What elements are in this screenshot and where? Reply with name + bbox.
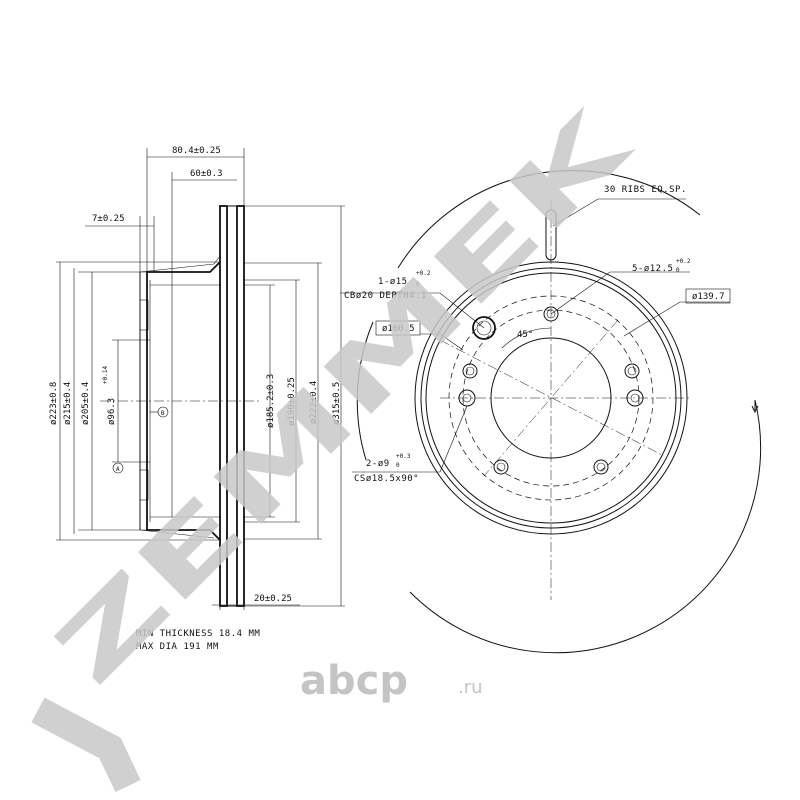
- dim-friction-ring: 20±0.25: [254, 594, 292, 604]
- small-holes-tol-bottom: 0: [396, 462, 400, 469]
- counterbore-label: CBø20 DEPTH4.1: [344, 291, 427, 301]
- dim-d315: ø315±0.5: [332, 382, 342, 425]
- dim-d96-tolerance: +0.14: [102, 366, 109, 384]
- dim-width-hat: 60±0.3: [190, 169, 223, 179]
- small-holes-tol-top: +0.3: [396, 453, 411, 460]
- datum-a: A: [116, 466, 120, 473]
- dim-d215: ø215±0.4: [63, 382, 73, 425]
- logo-main: abcp: [300, 658, 408, 704]
- bolt-holes-label: 5-ø12.5: [632, 264, 673, 274]
- dim-d190: ø190±0.25: [287, 377, 297, 426]
- ribs-label: 30 RIBS EQ.SP.: [604, 185, 687, 195]
- bolt-holes-tol-top: +0.2: [676, 258, 691, 265]
- note-max-dia: MAX DIA 191 MM: [136, 642, 219, 652]
- dim-width-total: 80.4±0.25: [172, 146, 221, 156]
- front-view: 45° 30 RIBS EQ.SP. 1-ø15 +0.2 0 CBø20 DE…: [340, 170, 762, 654]
- countersink-label: CSø18.5x90°: [354, 474, 419, 484]
- watermark-text: ZEMMEK: [35, 88, 653, 706]
- hole-main-tol-top: +0.2: [416, 270, 431, 277]
- inner-circle-label: ø160.5: [382, 324, 415, 334]
- dim-d223: ø223±0.8: [49, 382, 59, 425]
- dim-d96: ø96.3: [107, 398, 117, 425]
- bolt-holes-tol-bottom: 0: [676, 267, 680, 274]
- dim-d222: ø222±0.4: [309, 381, 319, 424]
- abcp-logo: abcp .ru: [300, 658, 483, 704]
- hole-main-label: 1-ø15: [378, 277, 408, 287]
- dim-d205: ø205±0.4: [81, 382, 91, 425]
- small-holes-label: 2-ø9: [366, 459, 390, 469]
- side-section-view: 80.4±0.25 60±0.3 7±0.25 20±0.25 ø223±0.8…: [49, 146, 345, 610]
- angle-label: 45°: [517, 330, 533, 340]
- hole-main-tol-bottom: 0: [416, 281, 420, 288]
- pcd-label: ø139.7: [692, 292, 725, 302]
- logo-suffix: .ru: [458, 677, 483, 698]
- dim-offset: 7±0.25: [92, 214, 125, 224]
- datum-b: B: [161, 410, 165, 417]
- note-min-thickness: MIN THICKNESS 18.4 MM: [136, 629, 260, 639]
- dim-d185: ø185.2±0.3: [266, 374, 276, 428]
